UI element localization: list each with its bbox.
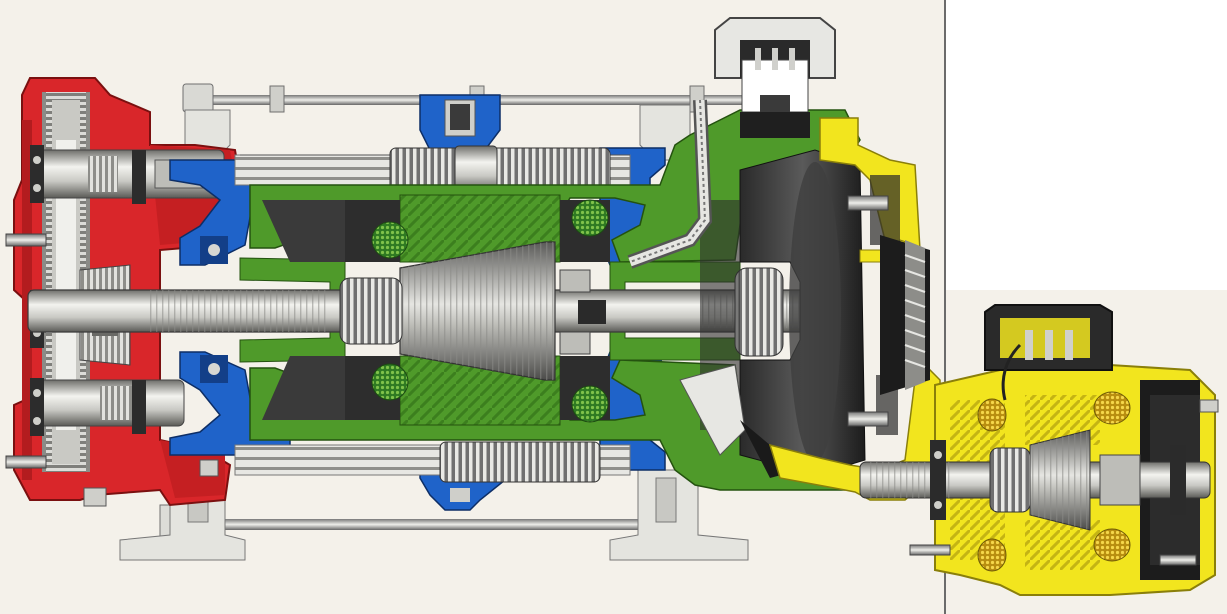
secondary-motor-windings bbox=[977, 391, 1131, 572]
brake-spring bbox=[734, 267, 784, 357]
intermediate-shaft-lower bbox=[33, 379, 185, 427]
secondary-motor-bearings bbox=[930, 440, 1186, 520]
worm-screw-bottom bbox=[439, 441, 601, 483]
bearings-gear-housing bbox=[30, 145, 146, 436]
terminal-box-main bbox=[714, 17, 836, 138]
terminal-box-secondary bbox=[984, 304, 1113, 401]
secondary-motor-flange-bolts bbox=[909, 399, 1219, 566]
rotor-spring bbox=[339, 277, 403, 345]
housing-bolts-left bbox=[5, 233, 219, 507]
worm-screw-top bbox=[389, 147, 611, 191]
mounting-foot-right bbox=[609, 469, 749, 561]
brake-disc-fins bbox=[880, 235, 930, 395]
conical-rotor bbox=[399, 241, 556, 381]
end-bell-inner bbox=[262, 200, 345, 420]
adjuster-housing-top bbox=[419, 94, 501, 161]
internal-cable-conduit bbox=[627, 99, 713, 269]
stator-windings bbox=[371, 199, 609, 423]
